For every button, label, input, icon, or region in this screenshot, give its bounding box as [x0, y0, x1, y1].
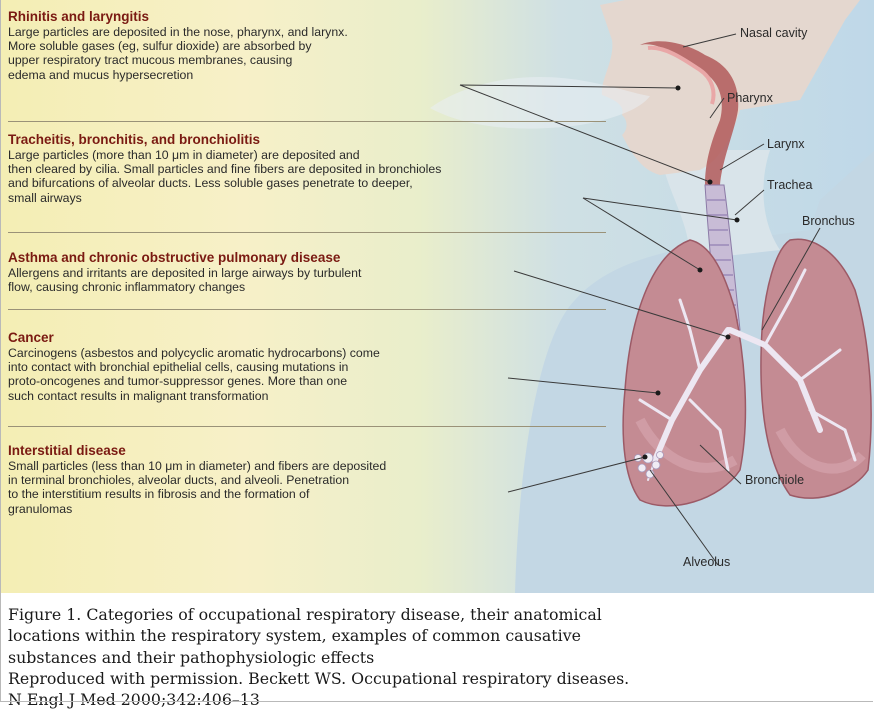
category-line: upper respiratory tract mucous membranes… [8, 53, 606, 67]
category-line: then cleared by cilia. Small particles a… [8, 162, 606, 176]
caption-line: substances and their pathophysiologic ef… [8, 647, 868, 668]
category-line: More soluble gases (eg, sulfur dioxide) … [8, 39, 606, 53]
category-box-tracheitis: Tracheitis, bronchitis, and bronchioliti… [8, 132, 606, 233]
caption-citation-line: N Engl J Med 2000;342:406–13 [8, 689, 868, 710]
label-alveolus: Alveolus [683, 555, 730, 569]
category-title: Tracheitis, bronchitis, and bronchioliti… [8, 132, 606, 148]
category-line: such contact results in malignant transf… [8, 389, 606, 403]
category-title: Cancer [8, 330, 606, 346]
caption-line: Figure 1. Categories of occupational res… [8, 604, 868, 625]
category-line: flow, causing chronic inflammatory chang… [8, 280, 606, 294]
category-line: and bifurcations of alveolar ducts. Less… [8, 176, 606, 190]
category-title: Asthma and chronic obstructive pulmonary… [8, 250, 606, 266]
figure-caption: Figure 1. Categories of occupational res… [8, 604, 868, 710]
category-line: edema and mucus hypersecretion [8, 68, 606, 82]
category-line: into contact with bronchial epithelial c… [8, 360, 606, 374]
caption-line: locations within the respiratory system,… [8, 625, 868, 646]
label-bronchus: Bronchus [802, 214, 855, 228]
category-line: Carcinogens (asbestos and polycyclic aro… [8, 346, 606, 360]
category-line: proto-oncogenes and tumor-suppressor gen… [8, 374, 606, 388]
category-box-asthma-copd: Asthma and chronic obstructive pulmonary… [8, 250, 606, 310]
category-line: Allergens and irritants are deposited in… [8, 266, 606, 280]
label-nasal-cavity: Nasal cavity [740, 26, 807, 40]
caption-citation-line: Reproduced with permission. Beckett WS. … [8, 668, 868, 689]
label-pharynx: Pharynx [727, 91, 773, 105]
category-box-cancer: Cancer Carcinogens (asbestos and polycyc… [8, 330, 606, 427]
category-line: in terminal bronchioles, alveolar ducts,… [8, 473, 606, 487]
label-larynx: Larynx [767, 137, 805, 151]
label-bronchiole: Bronchiole [745, 473, 804, 487]
category-line: small airways [8, 191, 606, 205]
figure-panel: Rhinitis and laryngitis Large particles … [0, 0, 874, 593]
category-title: Interstitial disease [8, 443, 606, 459]
category-line: Large particles (more than 10 μm in diam… [8, 148, 606, 162]
category-line: to the interstitium results in fibrosis … [8, 487, 606, 501]
category-line: Large particles are deposited in the nos… [8, 25, 606, 39]
label-trachea: Trachea [767, 178, 812, 192]
category-box-interstitial: Interstitial disease Small particles (le… [8, 443, 606, 533]
category-line: Small particles (less than 10 μm in diam… [8, 459, 606, 473]
category-line: granulomas [8, 502, 606, 516]
category-title: Rhinitis and laryngitis [8, 9, 606, 25]
category-box-rhinitis: Rhinitis and laryngitis Large particles … [8, 9, 606, 122]
